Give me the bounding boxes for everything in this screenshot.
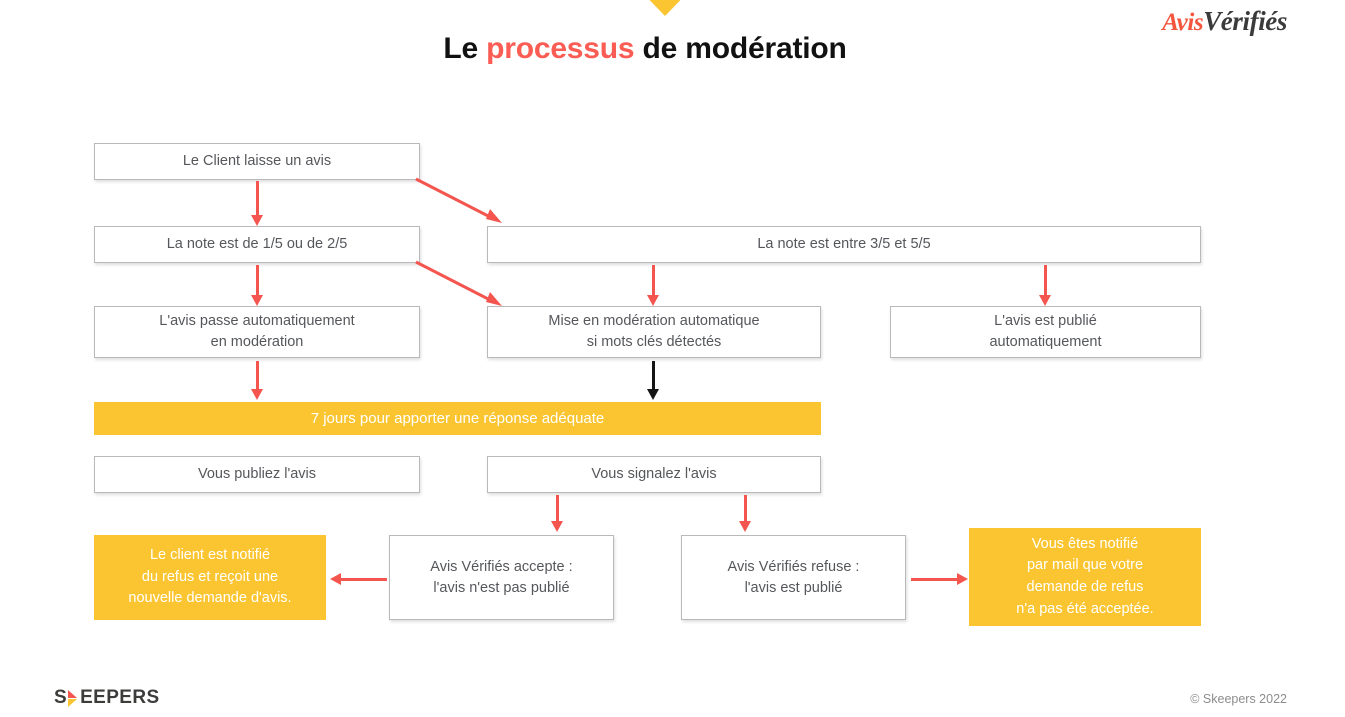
flow-node-auto-published: L'avis est publié automatiquement [890, 306, 1201, 358]
flow-node-av-accepts: Avis Vérifiés accepte : l'avis n'est pas… [389, 535, 614, 620]
flow-node-you-notified-by-mail: Vous êtes notifié par mail que votre dem… [969, 528, 1201, 626]
skeepers-logo: S EEPERS [54, 687, 160, 709]
page-title: Le processus de modération [0, 32, 1290, 66]
flow-node-you-publish-review: Vous publiez l'avis [94, 456, 420, 493]
flow-node-client-notified-refusal: Le client est notifié du refus et reçoit… [94, 535, 326, 620]
flow-node-auto-moderation: L'avis passe automatiquement en modérati… [94, 306, 420, 358]
arrow-client-to-rating-high [415, 177, 502, 223]
logo-text-verifies: Vérifiés [1203, 6, 1287, 36]
logo-text-avis: Avis [1162, 9, 1204, 36]
copyright-text: © Skeepers 2022 [1190, 692, 1287, 706]
skeepers-logo-suffix: EEPERS [80, 687, 160, 708]
flow-node-seven-days-banner: 7 jours pour apporter une réponse adéqua… [94, 402, 821, 435]
triangle-decoration-icon [634, 0, 696, 16]
flow-node-rating-low: La note est de 1/5 ou de 2/5 [94, 226, 420, 263]
arrow-rating-low-to-keyword-moderation [415, 260, 502, 306]
title-prefix: Le [443, 32, 487, 65]
flow-node-client-leaves-review: Le Client laisse un avis [94, 143, 420, 180]
flow-node-keyword-moderation: Mise en modération automatique si mots c… [487, 306, 821, 358]
skeepers-k-chevron-icon [67, 689, 80, 707]
flow-node-av-refuses: Avis Vérifiés refuse : l'avis est publié [681, 535, 906, 620]
flow-node-you-report-review: Vous signalez l'avis [487, 456, 821, 493]
skeepers-logo-prefix: S [54, 687, 68, 708]
title-highlight: processus [486, 32, 635, 65]
title-suffix: de modération [634, 32, 847, 65]
flow-node-rating-high: La note est entre 3/5 et 5/5 [487, 226, 1201, 263]
avis-verifies-logo: AvisVérifiés [1162, 6, 1287, 37]
